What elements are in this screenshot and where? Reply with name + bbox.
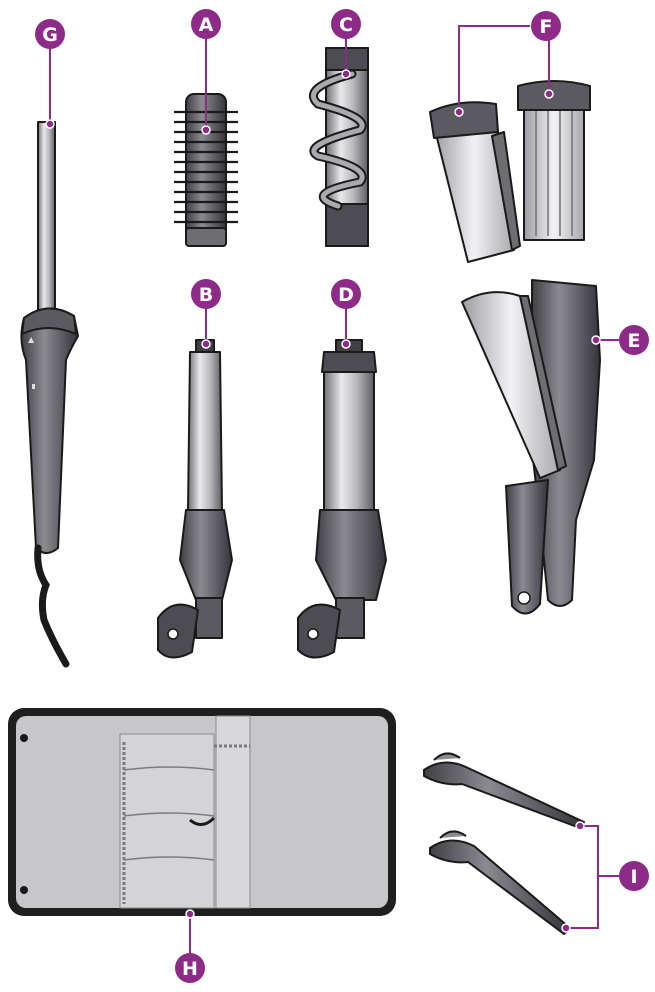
badge-label-E: E xyxy=(628,330,641,352)
badge-B: B xyxy=(191,279,221,309)
small-curling-barrel-icon xyxy=(157,339,233,659)
badge-I: I xyxy=(619,861,649,891)
badge-G: G xyxy=(35,19,65,49)
crimper-plates-icon xyxy=(429,80,591,263)
handle-with-cord-icon: ▲ xyxy=(20,121,79,668)
badge-C: C xyxy=(331,9,361,39)
badge-E: E xyxy=(619,325,649,355)
storage-case-icon xyxy=(8,708,396,916)
badge-label-G: G xyxy=(42,24,58,46)
badge-F: F xyxy=(531,11,561,41)
leader-dots xyxy=(45,69,601,933)
badge-label-C: C xyxy=(339,14,353,36)
leader-lines xyxy=(49,25,622,956)
large-curling-barrel-icon xyxy=(297,339,387,659)
badge-label-B: B xyxy=(199,284,213,306)
hair-clips-icon xyxy=(423,752,585,935)
badge-label-H: H xyxy=(182,958,198,980)
badge-label-A: A xyxy=(199,14,214,36)
badge-D: D xyxy=(331,279,361,309)
crimper-attachment-icon xyxy=(461,279,601,615)
round-brush-attachment-icon xyxy=(174,93,238,247)
badge-label-I: I xyxy=(630,866,637,888)
svg-text:▲: ▲ xyxy=(28,335,35,344)
badge-label-D: D xyxy=(338,284,354,306)
spiral-curling-attachment-icon xyxy=(308,47,369,247)
badge-H: H xyxy=(175,953,205,983)
badge-label-F: F xyxy=(540,16,553,38)
badge-A: A xyxy=(191,9,221,39)
